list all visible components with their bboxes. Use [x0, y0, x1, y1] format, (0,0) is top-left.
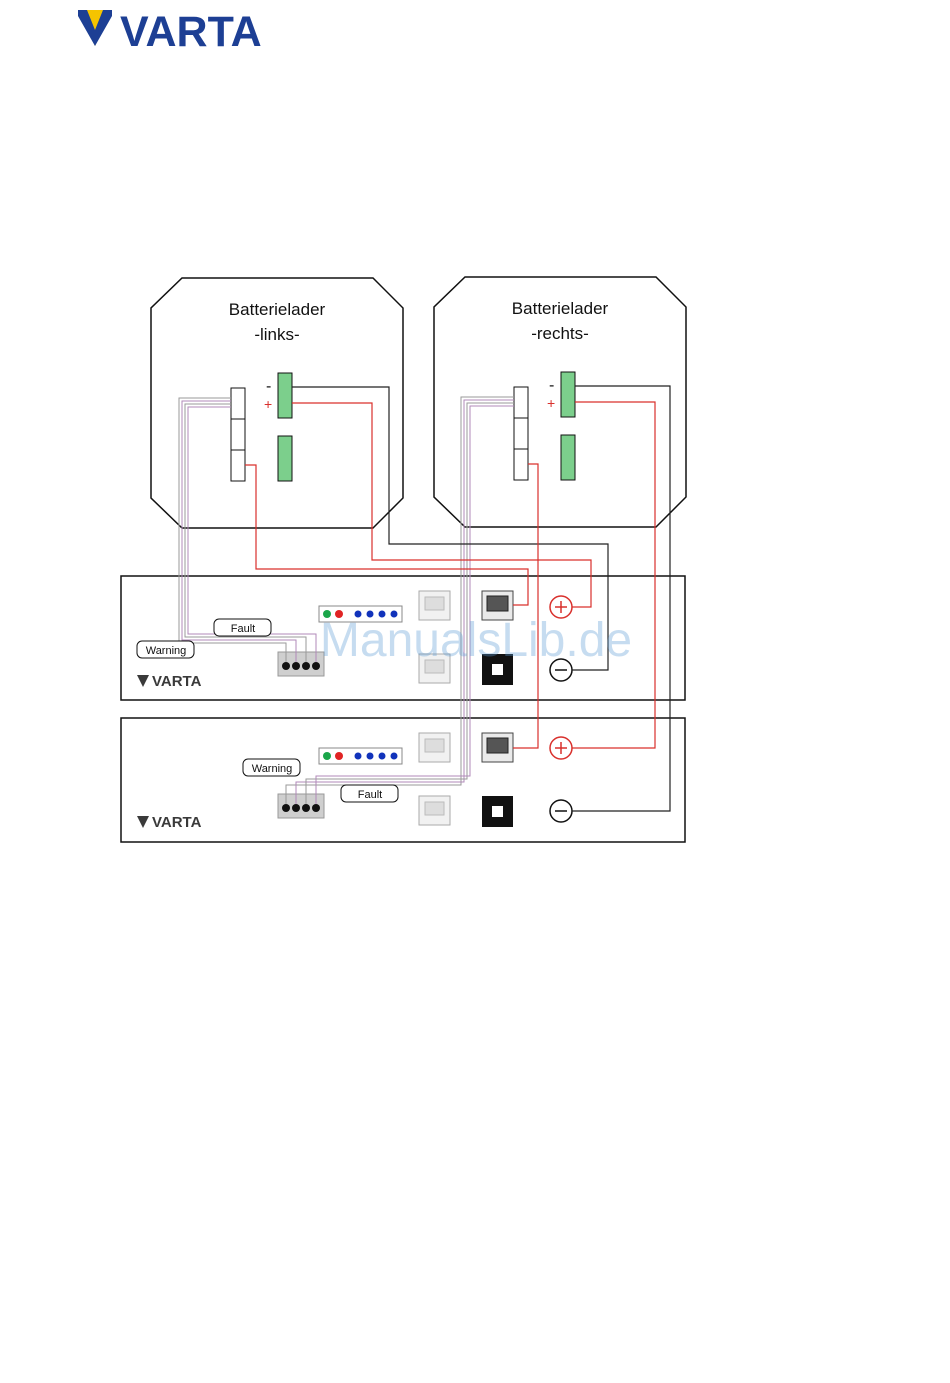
charger-left-signal-port-1 — [231, 388, 245, 419]
charger-left-title: Batterielader — [229, 300, 326, 319]
battery-module-2-brand: VARTA — [152, 814, 202, 831]
battery-module-2-minus-terminal — [550, 800, 572, 822]
battery-module-2-terminal-block — [278, 794, 324, 818]
charger-right-signal-port-3 — [514, 449, 528, 480]
led-green — [323, 752, 331, 760]
charger-left-dc-terminal — [278, 373, 292, 418]
battery-module-1-brand: VARTA — [152, 673, 202, 690]
module-2-warning-label: Warning — [252, 763, 293, 775]
charger-right-title: Batterielader — [512, 299, 609, 318]
charger-right-minus-label: - — [549, 377, 554, 394]
charger-left-signal-port-3 — [231, 450, 245, 481]
battery-module-2: VARTA — [121, 718, 685, 842]
charger-right-dc-terminal — [561, 372, 575, 417]
charger-left-aux-terminal — [278, 436, 292, 481]
led-blue — [367, 753, 374, 760]
module-2-fault-label: Fault — [358, 789, 382, 801]
module-1-fault-label: Fault — [231, 623, 255, 635]
battery-module-2-square-port — [482, 796, 513, 827]
led-blue — [355, 753, 362, 760]
charger-left-signal-port-2 — [231, 419, 245, 450]
charger-right-aux-terminal — [561, 435, 575, 480]
battery-module-1-terminal-block — [278, 652, 324, 676]
charger-right-signal-port-2 — [514, 418, 528, 449]
charger-right-plus-label: + — [547, 395, 555, 411]
charger-right-subtitle: -rechts- — [531, 324, 589, 343]
charger-left-plus-label: + — [264, 396, 272, 412]
module-1-warning-label: Warning — [146, 645, 187, 657]
charger-left-subtitle: -links- — [254, 325, 299, 344]
battery-module-2-plus-terminal — [550, 737, 572, 759]
battery-module-2-rj45-port-a — [419, 733, 450, 762]
led-blue — [391, 753, 398, 760]
led-red — [335, 752, 343, 760]
battery-module-2-led-strip — [319, 748, 402, 764]
charger-right-signal-port-1 — [514, 387, 528, 418]
led-blue — [379, 753, 386, 760]
battery-module-2-rj45-port-c — [482, 733, 513, 762]
watermark: ManualsLib.de — [320, 614, 632, 667]
battery-module-2-rj45-port-b — [419, 796, 450, 825]
battery-module-2-housing — [121, 718, 685, 842]
charger-left-minus-label: - — [266, 378, 271, 395]
